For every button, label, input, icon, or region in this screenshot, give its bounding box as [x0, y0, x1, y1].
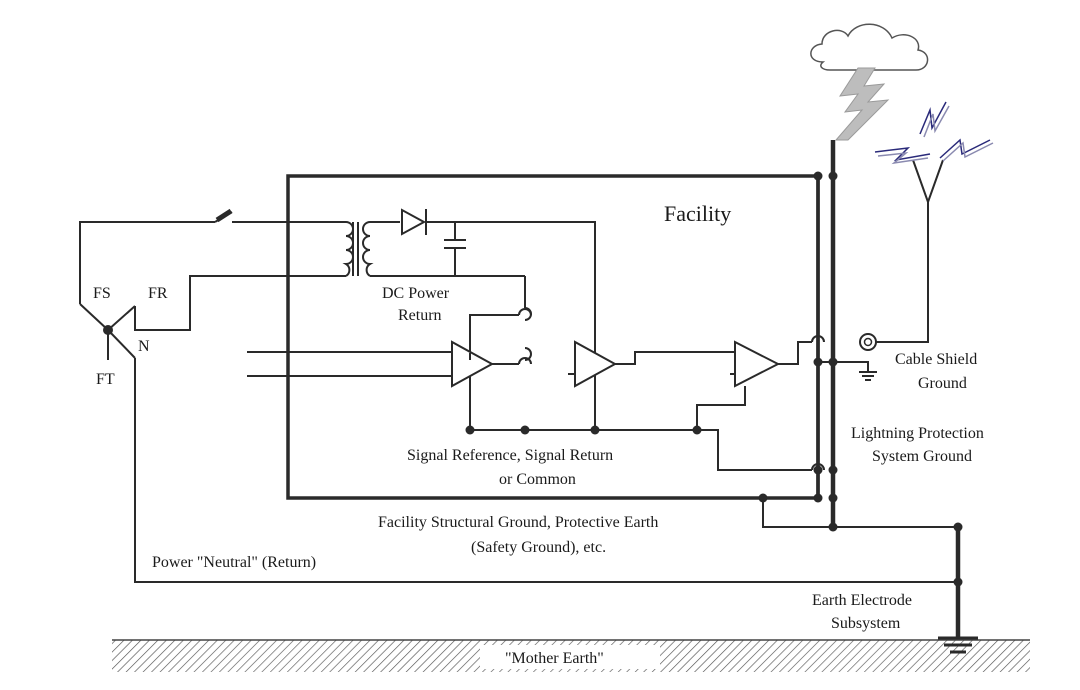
structural-ground-label-line1: Facility Structural Ground, Protective E… [378, 514, 658, 531]
neutral-label: Power "Neutral" (Return) [152, 554, 316, 571]
cloud-icon [810, 23, 929, 71]
fuse [215, 208, 233, 223]
signal-reference-bus [465, 425, 825, 471]
earth-electrode-label-line1: Earth Electrode [812, 592, 912, 609]
lightning-bolt-icon [834, 67, 890, 141]
transformer [342, 221, 525, 277]
lightning-label-line1: Lightning Protection [851, 425, 984, 442]
structural-ground-label-line2: (Safety Ground), etc. [471, 539, 606, 556]
input-signal-lines [247, 351, 452, 377]
dc-power-label-line1: DC Power [382, 285, 450, 302]
structural-ground-link [758, 493, 963, 587]
antenna-icon [912, 159, 944, 205]
wire-crossover [524, 347, 532, 361]
capacitor [444, 222, 466, 276]
cable-shield-label-line2: Ground [918, 375, 967, 392]
amplifier-2 [568, 340, 735, 388]
power-source-wye [79, 303, 136, 360]
neutral-wire [134, 358, 958, 583]
mother-earth-band [112, 639, 1030, 672]
fs-label: FS [93, 285, 111, 302]
dc-power-label-line2: Return [398, 307, 442, 324]
signal-reference-label-line2: or Common [499, 471, 576, 488]
mother-earth-label: "Mother Earth" [505, 650, 604, 667]
amplifier-1 [451, 340, 532, 388]
n-label: N [138, 338, 150, 355]
amp-supply-line [469, 314, 519, 430]
cable-shield-connector [818, 202, 929, 381]
cable-shield-label-line1: Cable Shield [895, 351, 977, 368]
ft-label: FT [96, 371, 115, 388]
amplifier-3 [696, 335, 825, 430]
fs-phase-wire [79, 211, 346, 304]
facility-label: Facility [664, 201, 731, 226]
junction-dots [813, 171, 838, 503]
signal-reference-label-line1: Signal Reference, Signal Return [407, 447, 613, 464]
earth-electrode-conductor [938, 527, 978, 654]
fr-label: FR [148, 285, 168, 302]
earth-electrode-label-line2: Subsystem [831, 615, 901, 632]
fr-return-wire [134, 275, 346, 331]
lightning-label-line2: System Ground [872, 448, 972, 465]
radio-waves-icon [874, 101, 994, 165]
